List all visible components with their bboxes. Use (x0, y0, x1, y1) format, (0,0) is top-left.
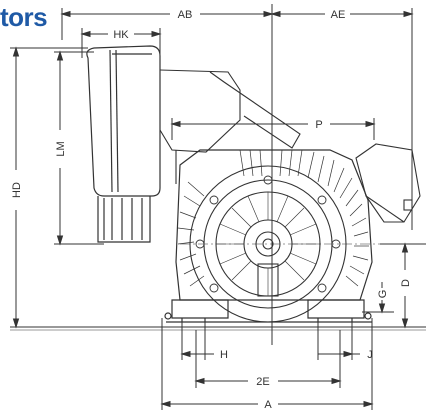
dimension-g (362, 282, 394, 314)
dimension-hd (10, 46, 88, 329)
dimension-p (170, 118, 376, 140)
dimension-ab (60, 4, 274, 345)
label-hd: HD (11, 182, 23, 198)
label-p: P (315, 119, 322, 131)
motor-frame (175, 149, 373, 301)
label-a: A (264, 399, 272, 411)
label-d: D (400, 279, 412, 287)
dimension-j (317, 322, 360, 360)
motor-feet (164, 299, 372, 323)
dimension-h (180, 322, 214, 360)
cooling-fins (177, 149, 369, 287)
page-title: tors (0, 2, 48, 32)
dimension-2e (194, 330, 342, 388)
label-h: H (220, 349, 228, 361)
cable-box (355, 143, 421, 223)
terminal-box-cover (159, 69, 301, 184)
dimension-hk (80, 28, 162, 58)
dimension-ae (270, 8, 414, 230)
label-j: J (367, 349, 373, 361)
dimension-a (160, 318, 374, 410)
label-ab: AB (178, 9, 193, 21)
label-lm: LM (55, 141, 67, 156)
label-g: G (377, 290, 389, 299)
terminal-box (86, 45, 161, 243)
dimension-d (380, 242, 426, 329)
dimension-lm (54, 50, 104, 246)
label-2e: 2E (256, 376, 269, 388)
label-hk: HK (113, 29, 129, 41)
end-shield (189, 165, 347, 323)
label-ae: AE (331, 9, 346, 21)
